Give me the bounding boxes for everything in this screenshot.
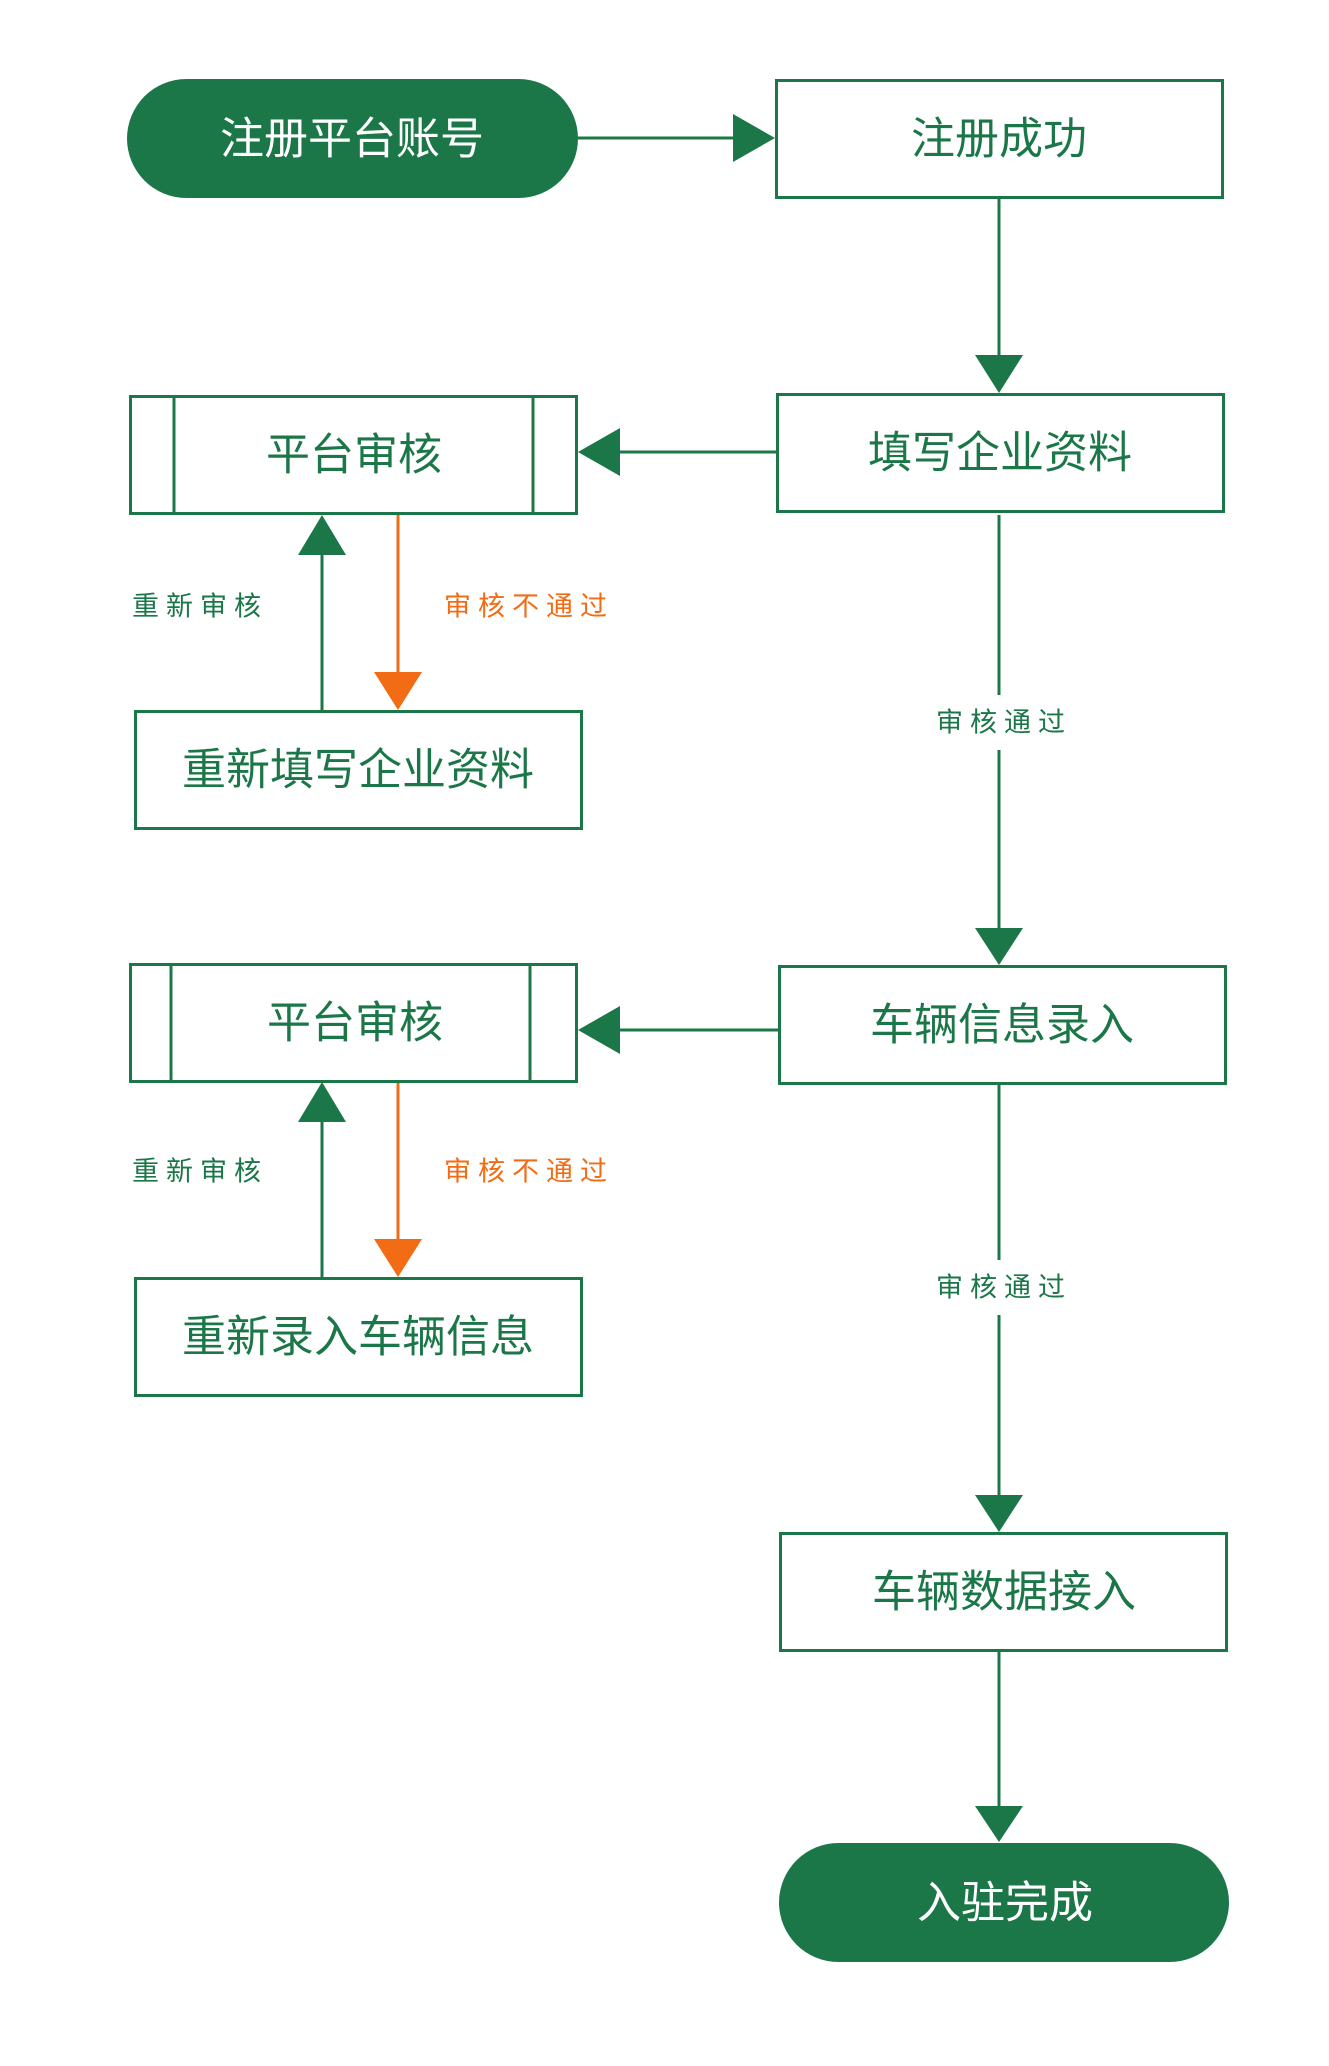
edge-register-to-success [578,114,775,162]
edge-success-to-fill-info [975,198,1023,393]
node-onboarding-complete-label: 入驻完成 [917,1878,1093,1929]
node-register-account-label: 注册平台账号 [220,114,484,165]
node-platform-review-1: 平台审核 [129,395,578,515]
node-onboarding-complete: 入驻完成 [779,1843,1229,1962]
edge-fill-info-to-vehicle-entry [975,515,1023,965]
node-platform-review-1-label: 平台审核 [266,430,442,481]
node-vehicle-data-access-label: 车辆数据接入 [872,1567,1136,1618]
node-vehicle-info-entry: 车辆信息录入 [778,965,1227,1085]
node-fill-company-info-label: 填写企业资料 [868,428,1132,479]
edge-resubmit-2 [298,1082,346,1277]
label-review-rejected-1: 审核不通过 [444,592,614,623]
node-register-success: 注册成功 [775,79,1224,199]
node-register-account: 注册平台账号 [127,79,578,198]
node-register-success-label: 注册成功 [911,114,1087,165]
edge-reject-1 [374,515,422,710]
node-refill-company-info: 重新填写企业资料 [134,710,583,830]
label-review-rejected-2: 审核不通过 [444,1157,614,1188]
edge-fill-info-to-review-1 [578,428,776,476]
label-re-review-1: 重新审核 [132,592,268,623]
edge-data-access-to-complete [975,1651,1023,1842]
edge-vehicle-entry-to-review-2 [578,1006,778,1054]
edge-resubmit-1 [298,515,346,710]
node-reenter-vehicle-info-label: 重新录入车辆信息 [182,1312,534,1363]
node-platform-review-2: 平台审核 [129,963,578,1083]
node-refill-company-info-label: 重新填写企业资料 [182,745,534,796]
edge-vehicle-entry-to-data-access [975,1082,1023,1532]
label-re-review-2: 重新审核 [132,1157,268,1188]
node-fill-company-info: 填写企业资料 [776,393,1225,513]
edge-reject-2 [374,1082,422,1277]
label-review-passed-1: 审核通过 [936,708,1072,739]
node-vehicle-info-entry-label: 车辆信息录入 [870,1000,1134,1051]
label-review-passed-2: 审核通过 [936,1273,1072,1304]
node-reenter-vehicle-info: 重新录入车辆信息 [134,1277,583,1397]
node-platform-review-2-label: 平台审核 [267,998,443,1049]
node-vehicle-data-access: 车辆数据接入 [779,1532,1228,1652]
